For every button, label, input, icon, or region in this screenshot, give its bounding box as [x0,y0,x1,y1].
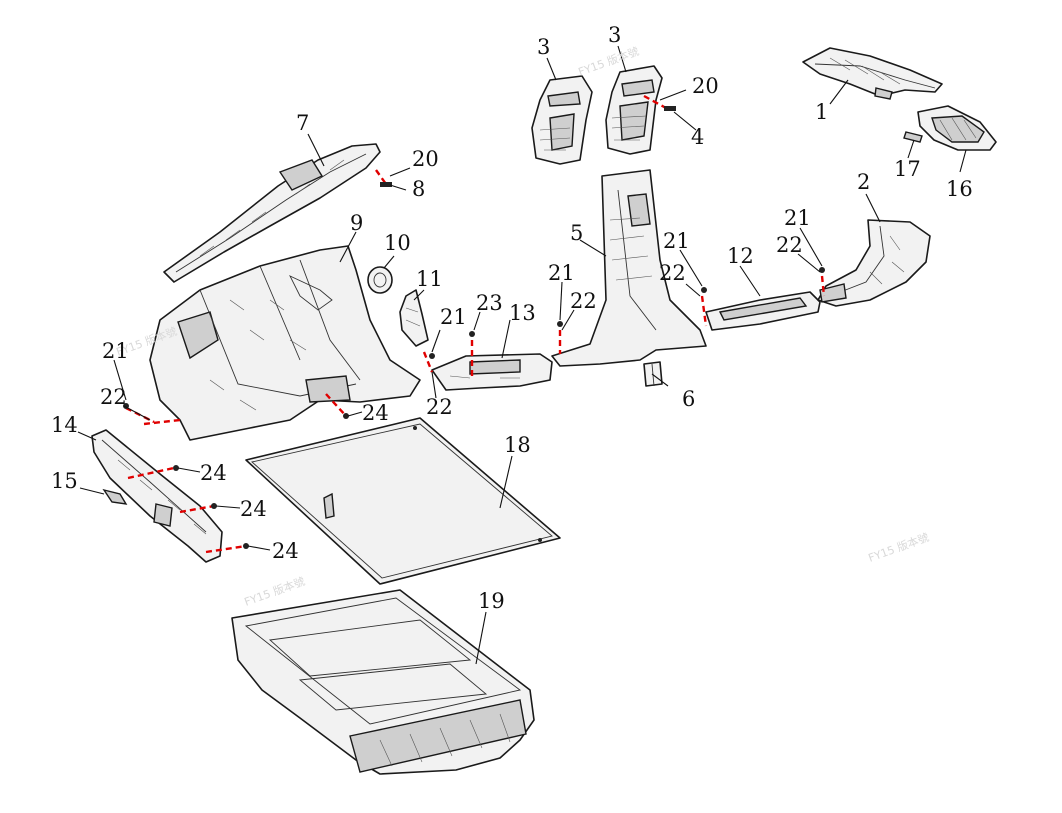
callout-14: 14 [51,413,78,437]
part-5-pillar-lower-trim [551,169,707,367]
callout-17: 17 [894,157,921,181]
part-17-clip [903,131,923,143]
callout-21-b: 21 [440,305,467,329]
callout-22-b: 22 [426,395,453,419]
callout-24-b: 24 [240,497,267,521]
callout-11: 11 [416,267,443,291]
part-19-storage-tray [231,589,535,775]
callout-12: 12 [727,244,754,268]
callout-5: 5 [570,221,583,245]
callout-labels: 1 2 3 3 4 5 6 7 8 9 10 11 12 13 14 15 16… [51,23,973,613]
callout-23: 23 [476,291,503,315]
callout-19: 19 [478,589,505,613]
fastener-clips [123,106,825,549]
callout-15: 15 [51,469,78,493]
callout-22-c: 22 [570,289,597,313]
callout-10: 10 [384,231,411,255]
callout-21-a: 21 [102,339,129,363]
callout-4: 4 [691,125,704,149]
callout-2: 2 [857,170,870,194]
part-2-rear-pillar-trim [817,219,931,307]
callout-24-a: 24 [200,461,227,485]
part-18-cargo-floor-board [245,417,561,585]
part-3-left-pillar-trim [531,75,593,165]
watermark-text-4: FY15 版本號 [866,530,931,565]
callout-7: 7 [296,111,309,135]
part-12-sill-plate [705,291,821,331]
part-9-quarter-trim [149,245,421,441]
part-11-small-panel [399,289,429,347]
part-14-scuff-plate [91,429,223,563]
callout-21-c: 21 [548,261,575,285]
watermark-text-3: FY15 版本號 [242,574,307,609]
part-16-trim-panel [917,105,997,151]
callout-20-right: 20 [692,74,719,98]
callout-24-d: 24 [362,401,389,425]
part-7-rail-trim [163,143,381,283]
callout-3-left: 3 [537,35,550,59]
part-15-small-trim [102,488,128,505]
leader-lines [77,45,967,665]
callout-13: 13 [509,301,536,325]
callout-1: 1 [815,100,828,124]
callout-8: 8 [412,177,425,201]
part-6-clip [643,361,663,387]
callout-18: 18 [504,433,531,457]
part-10-round-cover [367,266,393,294]
callout-9: 9 [350,211,363,235]
callout-3-right: 3 [608,23,621,47]
callout-24-c: 24 [272,539,299,563]
callout-21-d: 21 [663,229,690,253]
part-3-right-pillar-trim [605,65,663,155]
part-13-sill-trim [431,353,553,391]
callout-20-left: 20 [412,147,439,171]
callout-6: 6 [682,387,695,411]
callout-21-e: 21 [784,206,811,230]
callout-22-a: 22 [100,385,127,409]
part-1-upper-trim [802,47,943,100]
callout-22-e: 22 [776,233,803,257]
callout-16: 16 [946,177,973,201]
callout-22-d: 22 [659,261,686,285]
